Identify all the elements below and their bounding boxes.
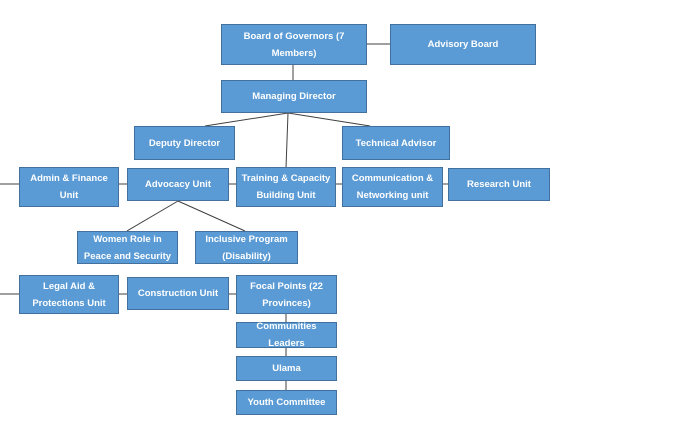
- communities-leaders-box: Communities Leaders: [236, 321, 337, 349]
- construction-unit-box: Construction Unit: [127, 277, 229, 310]
- link-md-deputy: [204, 112, 289, 127]
- women-role-peace-security-box: Women Role in Peace and Security: [77, 231, 178, 264]
- inclusive-program-label: Inclusive Program (Disability): [205, 233, 288, 262]
- ulama-box: Ulama: [236, 356, 337, 381]
- research-unit-label: Research Unit: [467, 179, 531, 190]
- link-advocacy-women: [126, 200, 179, 232]
- advisory-board-box: Advisory Board: [390, 24, 536, 65]
- managing-director-box: Managing Director: [221, 80, 367, 113]
- deputy-director-label: Deputy Director: [148, 137, 221, 149]
- focal-points-box: Focal Points (22 Provinces): [236, 275, 337, 314]
- ulama-label: Ulama: [272, 363, 301, 374]
- admin-finance-unit-label: Admin & Finance Unit: [30, 173, 108, 201]
- research-unit-box: Research Unit: [448, 168, 550, 201]
- youth-committee-box: Youth Committee: [236, 390, 337, 415]
- board-of-governors-label: Board of Governors (7 Members): [243, 30, 345, 59]
- legal-aid-protections-unit-box: Legal Aid & Protections Unit: [19, 275, 119, 314]
- managing-director-label: Managing Director: [252, 91, 336, 102]
- training-capacity-building-unit-label: Training & Capacity Building Unit: [241, 173, 331, 201]
- board-of-governors-box: Board of Governors (7 Members): [221, 24, 367, 65]
- legal-aid-protections-unit-label: Legal Aid & Protections Unit: [32, 280, 106, 309]
- communities-leaders-label: Communities Leaders: [256, 321, 317, 349]
- advocacy-unit-label: Advocacy Unit: [145, 179, 211, 190]
- technical-advisor-box: Technical Advisor: [342, 126, 450, 160]
- link-md-training: [285, 112, 289, 169]
- link-advocacy-inclusive: [177, 200, 246, 232]
- focal-points-label: Focal Points (22 Provinces): [250, 280, 323, 309]
- inclusive-program-box: Inclusive Program (Disability): [195, 231, 298, 264]
- advisory-board-label: Advisory Board: [427, 39, 499, 50]
- deputy-director-box: Deputy Director: [134, 126, 235, 160]
- technical-advisor-label: Technical Advisor: [355, 137, 437, 149]
- link-md-technical: [287, 112, 371, 127]
- construction-unit-label: Construction Unit: [137, 288, 219, 299]
- admin-finance-unit-box: Admin & Finance Unit: [19, 167, 119, 207]
- women-role-peace-security-label: Women Role in Peace and Security: [83, 233, 172, 262]
- communication-networking-unit-box: Communication & Networking unit: [342, 167, 443, 207]
- advocacy-unit-box: Advocacy Unit: [127, 168, 229, 201]
- training-capacity-building-unit-box: Training & Capacity Building Unit: [236, 167, 336, 207]
- youth-committee-label: Youth Committee: [247, 397, 326, 408]
- communication-networking-unit-label: Communication & Networking unit: [351, 173, 434, 201]
